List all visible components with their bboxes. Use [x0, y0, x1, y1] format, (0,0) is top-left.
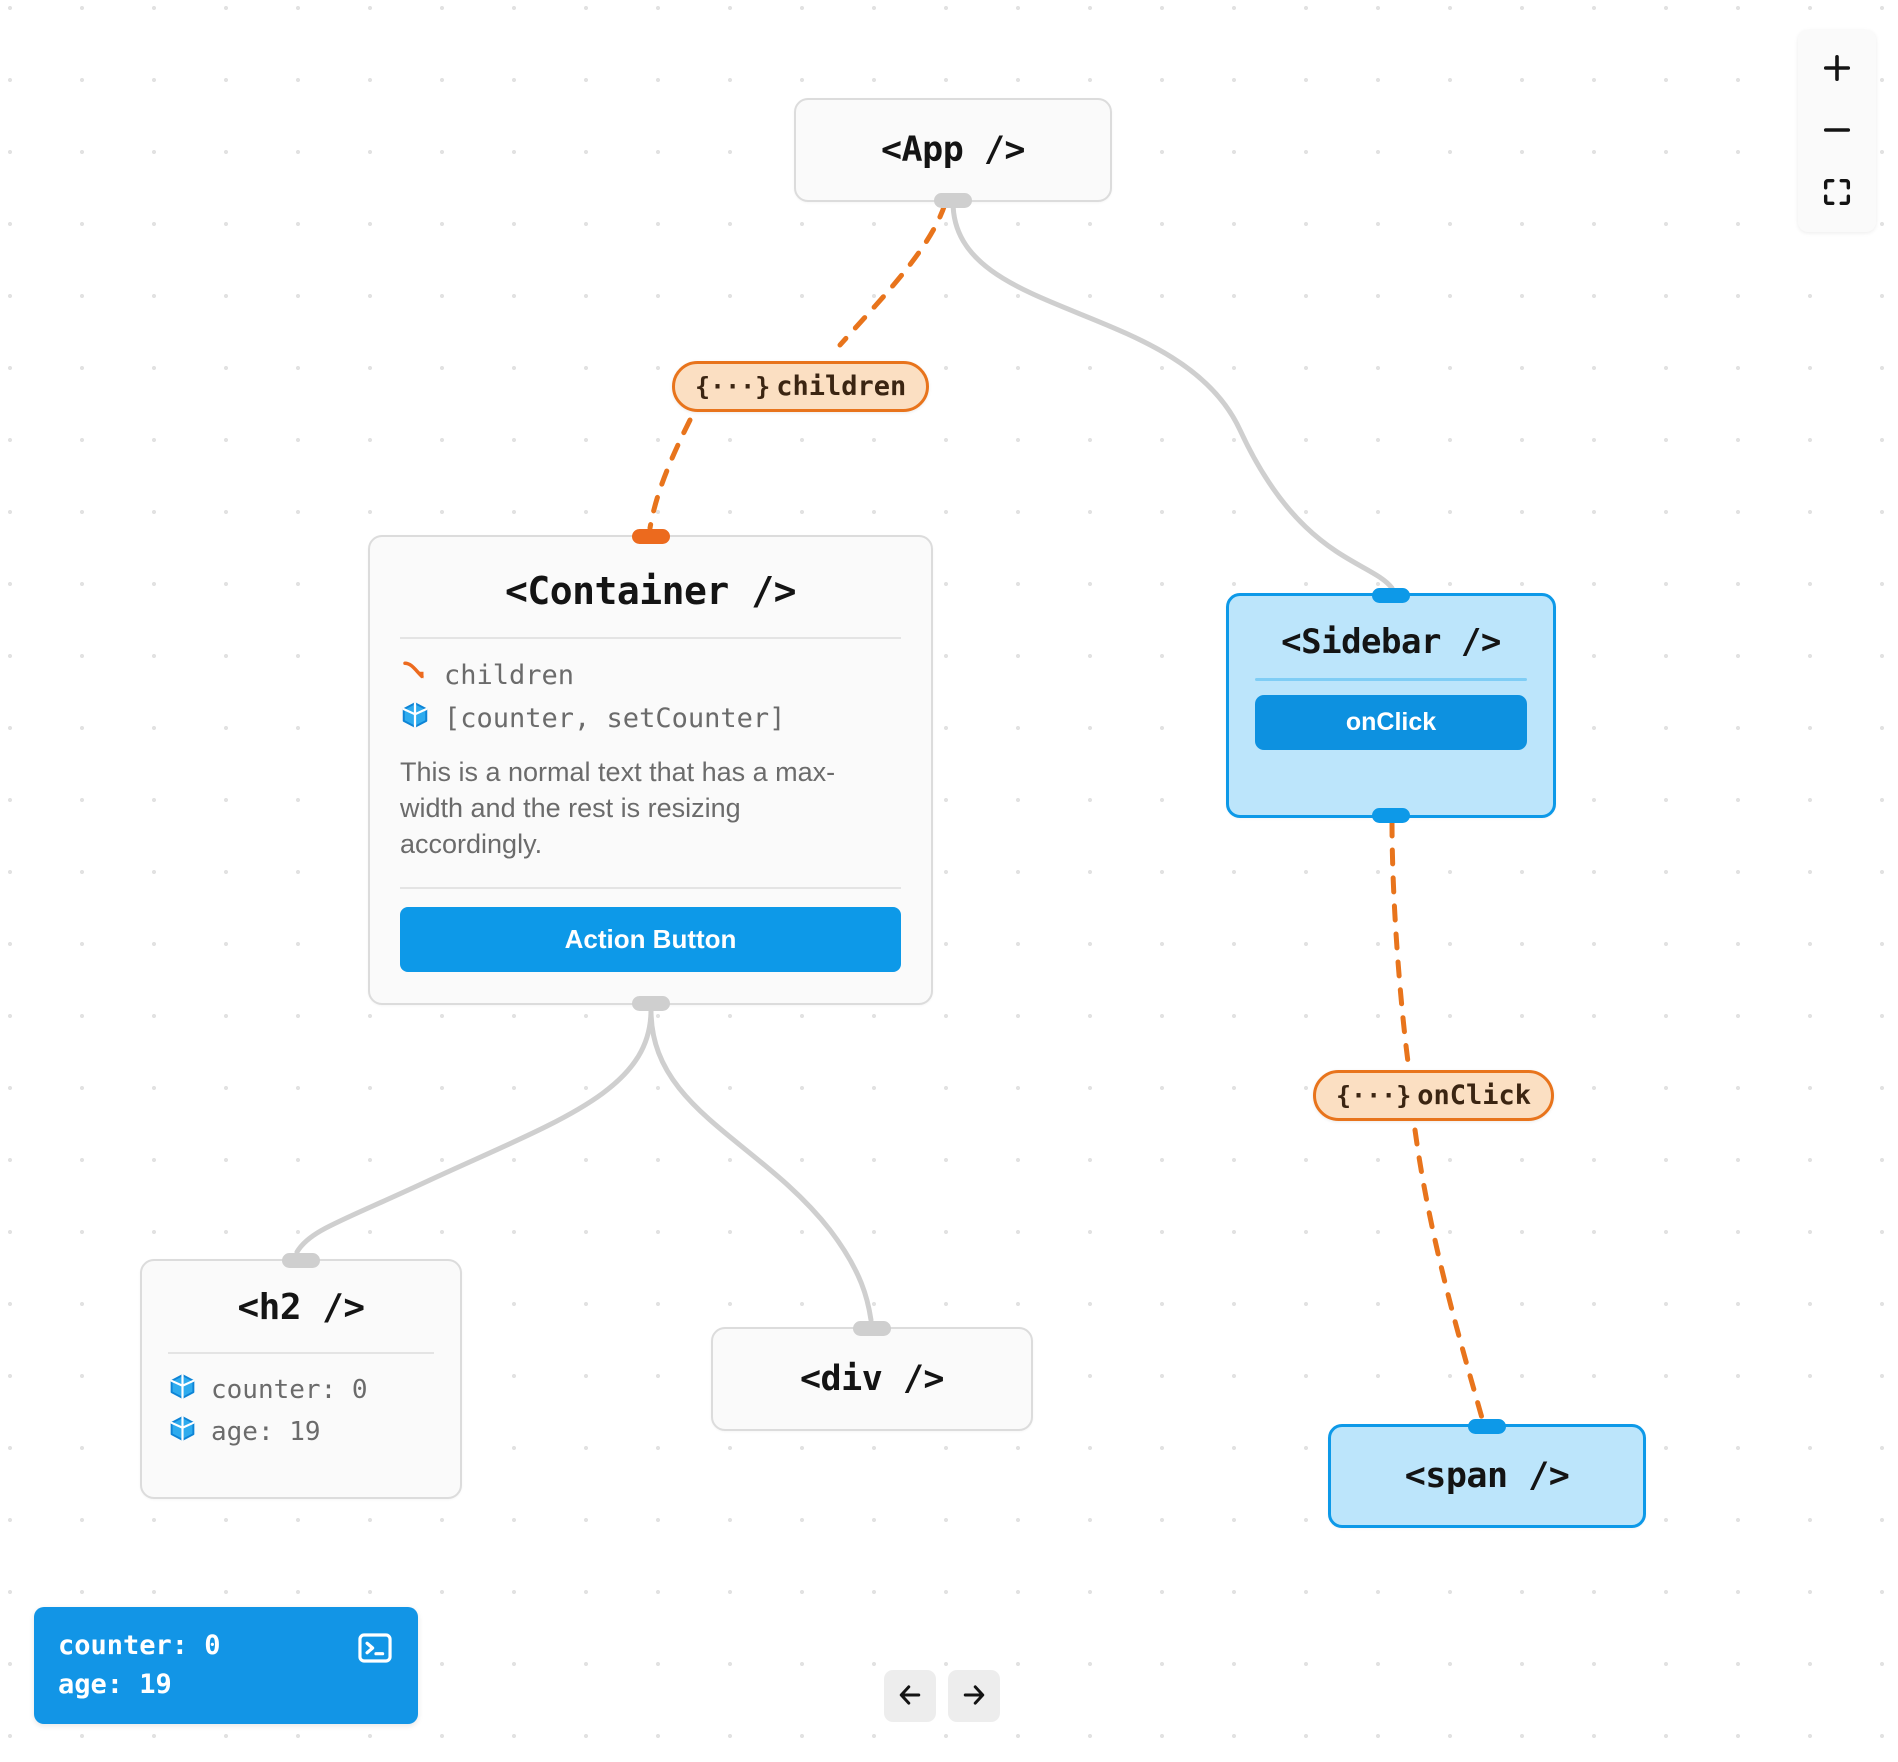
state-cube-icon	[168, 1372, 197, 1408]
handle-sidebar-top[interactable]	[1372, 588, 1410, 603]
zoom-in-icon	[1819, 50, 1855, 89]
state-cube-icon	[168, 1414, 197, 1450]
fit-view-icon	[1820, 175, 1854, 212]
console-output: counter: 0 age: 19	[58, 1630, 221, 1700]
handle-app-bottom[interactable]	[934, 193, 972, 208]
edge-onclick-span	[1412, 1127, 1485, 1421]
edge-label-onclick[interactable]: {···} onClick	[1313, 1070, 1555, 1121]
divider	[400, 886, 901, 889]
handle-container-bottom[interactable]	[631, 996, 670, 1011]
node-container[interactable]: <Container /> children [counter, setCoun…	[368, 529, 933, 1011]
edge-container-h2	[294, 1007, 654, 1255]
edge-app-sidebar	[950, 199, 1395, 591]
divider	[400, 637, 901, 639]
edge-children-container	[647, 417, 693, 531]
prop-label: age: 19	[211, 1417, 321, 1447]
bottom-nav	[884, 1670, 1000, 1722]
edge-label-text: onClick	[1417, 1080, 1532, 1111]
edge-container-div	[648, 1007, 874, 1323]
step-back-button[interactable]	[884, 1670, 936, 1722]
node-div[interactable]: <div />	[711, 1321, 1033, 1431]
handle-span-top[interactable]	[1468, 1419, 1506, 1434]
node-span[interactable]: <span />	[1328, 1419, 1646, 1528]
braces-glyph: {···}	[1336, 1081, 1412, 1110]
step-forward-button[interactable]	[948, 1670, 1000, 1722]
zoom-out-button[interactable]	[1798, 100, 1876, 162]
node-container-title: <Container />	[505, 569, 796, 613]
node-app-title: <App />	[880, 130, 1026, 170]
prop-label: [counter, setCounter]	[444, 703, 786, 734]
edge-sidebar-onclick-upper	[1389, 819, 1411, 1065]
divider	[1255, 678, 1527, 681]
prop-row-state: [counter, setCounter]	[400, 700, 901, 737]
action-button[interactable]: Action Button	[400, 906, 901, 972]
handle-sidebar-bottom[interactable]	[1372, 808, 1410, 823]
node-span-title: <span />	[1404, 1456, 1570, 1496]
node-sidebar[interactable]: <Sidebar /> onClick	[1226, 588, 1556, 823]
fit-view-button[interactable]	[1798, 162, 1876, 224]
arrow-right-icon	[959, 1680, 989, 1713]
divider	[168, 1352, 434, 1354]
terminal-icon[interactable]	[356, 1629, 394, 1672]
edge-app-children-upper	[837, 201, 948, 348]
edge-label-text: children	[776, 371, 907, 402]
console-panel[interactable]: counter: 0 age: 19	[34, 1607, 418, 1724]
onclick-button[interactable]: onClick	[1255, 695, 1527, 750]
prop-row-age: age: 19	[168, 1414, 434, 1450]
arrow-left-icon	[895, 1680, 925, 1713]
handle-container-top[interactable]	[631, 529, 670, 544]
node-container-body-text: This is a normal text that has a max-wid…	[400, 757, 836, 859]
node-h2-title: <h2 />	[237, 1287, 365, 1328]
edge-label-children[interactable]: {···} children	[672, 361, 930, 412]
handle-h2-top[interactable]	[282, 1253, 320, 1268]
prop-label: children	[444, 660, 575, 691]
node-div-title: <div />	[799, 1359, 945, 1399]
node-sidebar-title: <Sidebar />	[1281, 622, 1501, 662]
prop-label: counter: 0	[211, 1375, 368, 1405]
braces-glyph: {···}	[695, 372, 771, 401]
zoom-in-button[interactable]	[1798, 38, 1876, 100]
prop-row-children: children	[400, 657, 901, 694]
prop-row-counter: counter: 0	[168, 1372, 434, 1408]
zoom-controls	[1798, 30, 1876, 232]
handle-div-top[interactable]	[853, 1321, 891, 1336]
prop-arrow-icon	[400, 657, 430, 694]
node-h2[interactable]: <h2 /> counter: 0 age: 19	[140, 1253, 462, 1499]
zoom-out-icon	[1819, 112, 1855, 151]
state-cube-icon	[400, 700, 430, 737]
node-app[interactable]: <App />	[794, 98, 1112, 208]
